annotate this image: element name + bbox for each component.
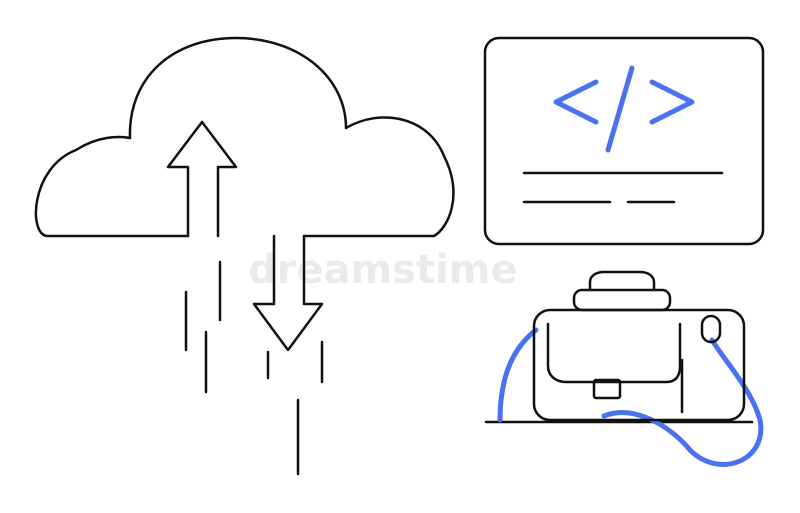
briefcase-clasp xyxy=(592,378,622,400)
mouse-icon xyxy=(700,314,722,344)
cloud-sync-icon xyxy=(34,36,455,476)
briefcase-flap xyxy=(546,322,682,384)
briefcase-icon xyxy=(532,270,746,422)
watermark: dreamstime xyxy=(248,247,518,293)
code-window-frame xyxy=(483,36,765,246)
upload-arrow-icon xyxy=(166,120,238,238)
speed-lines xyxy=(184,260,324,476)
code-symbol-icon xyxy=(553,65,695,153)
code-window-icon xyxy=(483,36,765,246)
briefcase-scene xyxy=(484,270,764,467)
mouse-cable xyxy=(497,327,764,467)
briefcase-handle xyxy=(588,270,656,292)
text-lines xyxy=(522,171,724,204)
briefcase-handle-base xyxy=(572,288,672,312)
briefcase-body xyxy=(532,308,746,422)
download-arrow-icon xyxy=(252,234,324,352)
cloud-outline xyxy=(34,36,455,238)
